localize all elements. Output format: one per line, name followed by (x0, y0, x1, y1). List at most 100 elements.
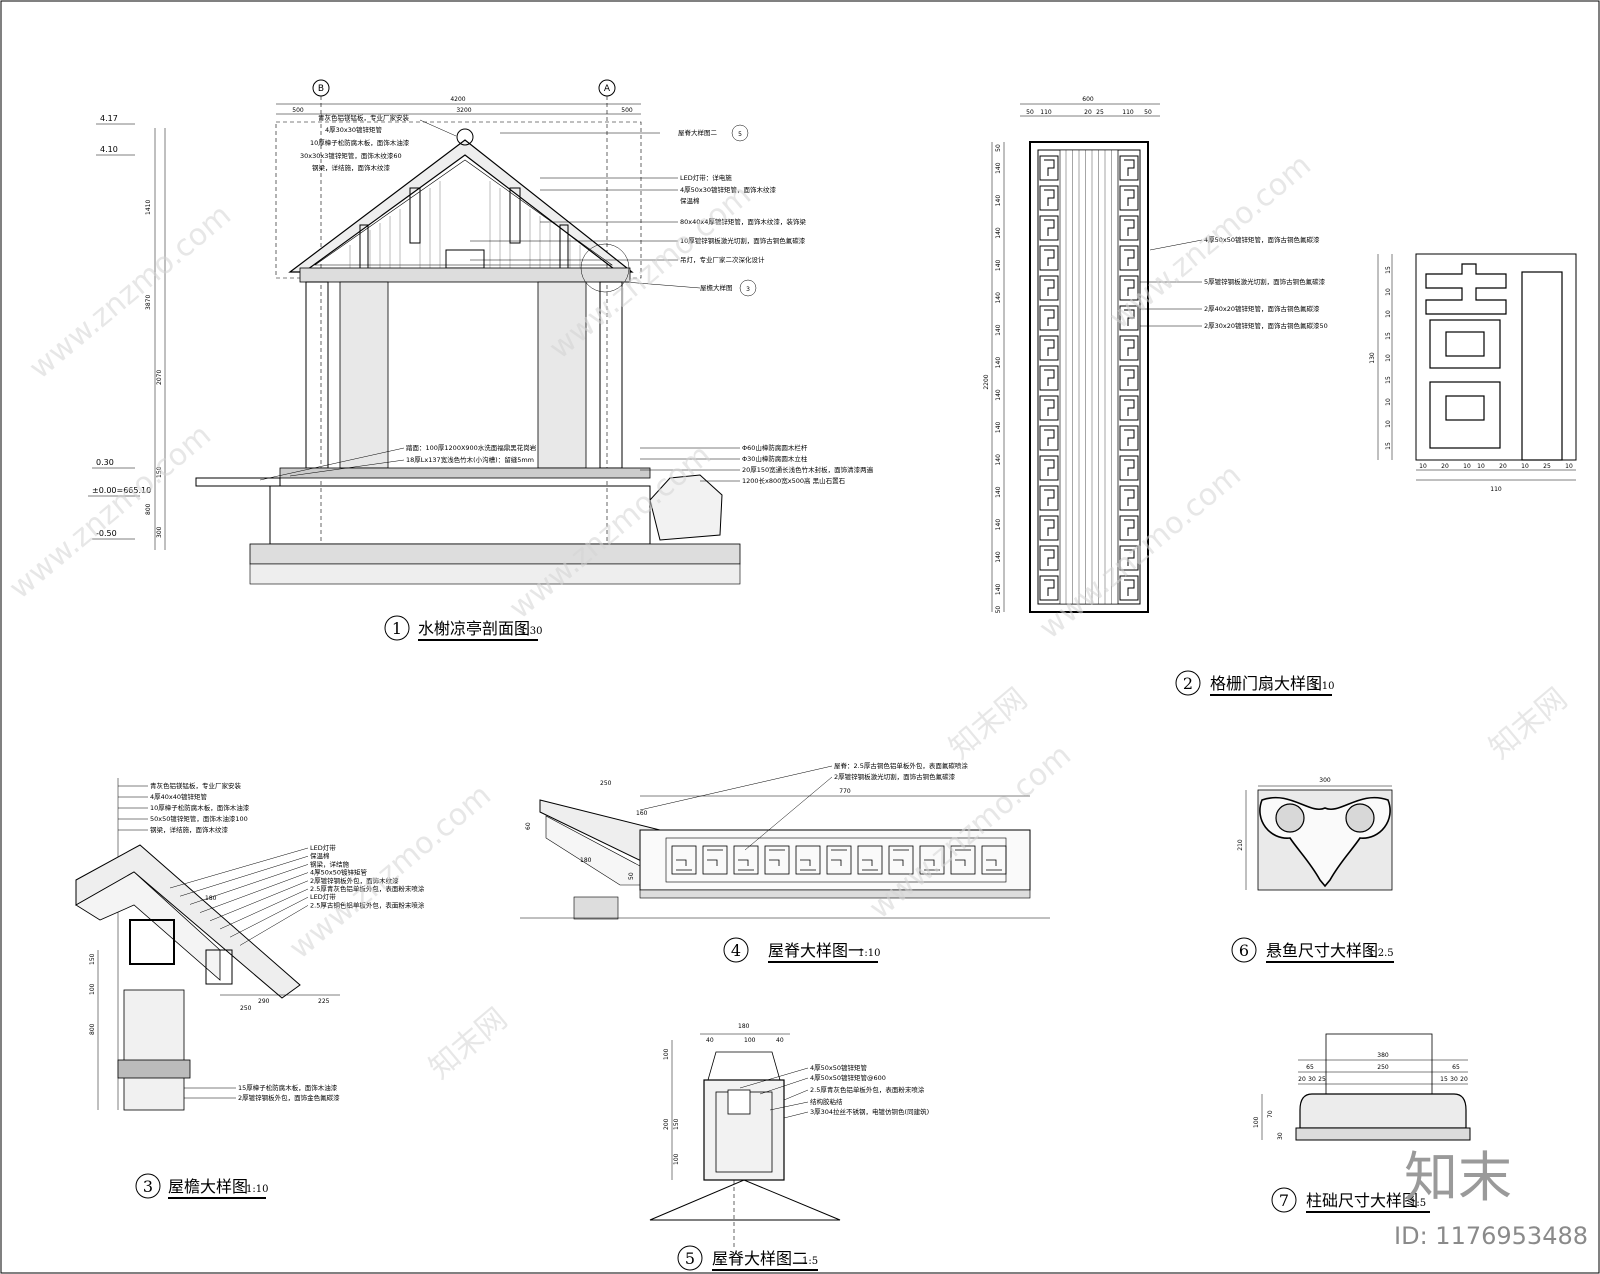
fret-hook (1044, 369, 1055, 386)
fret-hook (1044, 189, 1055, 206)
fret-hook (1124, 519, 1135, 536)
drawing-scale: 1:5 (802, 1256, 818, 1267)
ridge-cap (456, 128, 474, 146)
eave-gutter-box (205, 949, 233, 985)
fret-hook (1044, 579, 1055, 596)
dim-text: 140 (995, 227, 1002, 239)
eave-drawing: 青灰色铝镁锰板，专业厂家安装4厚40x40镀锌矩管10厚樟子松防腐木板，面饰木油… (75, 778, 425, 1111)
note-text: LED灯带：详电施 (680, 173, 732, 182)
note-text: 10厚樟子松防腐木板，面饰木油漆 (310, 138, 410, 147)
dim-text: 300 (156, 526, 163, 538)
note-text: 50x50镀锌矩管，面饰木油漆100 (150, 814, 248, 823)
fret-cell (1119, 215, 1139, 241)
dim-text: 770 (839, 788, 851, 795)
fret-hook (1044, 429, 1055, 446)
dim-text: 140 (995, 195, 1002, 207)
dim-text: 140 (995, 486, 1002, 498)
elevation-mark: 4.10 (100, 145, 118, 154)
fret-cell (1119, 545, 1139, 571)
fret-glyph-top (1425, 263, 1507, 315)
fret-cell (1119, 425, 1139, 451)
fret-glyph-inner (1445, 395, 1485, 421)
drawing-scale: 1:10 (246, 1184, 268, 1195)
fret-cell (1039, 425, 1059, 451)
drawing-title: 屋檐大样图 (168, 1177, 248, 1196)
callout-label: 屋脊大样图二 (678, 128, 718, 137)
dim-text: 20 (1499, 463, 1507, 470)
eave-notes-mid: LED灯带保温棉钢梁，详结施4厚50x50镀锌矩管2厚镀锌钢板外包，面饰木纹漆2… (169, 843, 425, 946)
fret-hook (1124, 489, 1135, 506)
dim-text: 3200 (456, 107, 471, 114)
fret-cell (1039, 335, 1059, 361)
note-text: 钢梁，详结施，面饰木纹漆 (150, 825, 229, 834)
ridge-fret-hook (676, 859, 692, 871)
note-text: 4厚50x50镀锌矩管 (810, 1063, 868, 1072)
dim-text: 20 (1298, 1076, 1306, 1083)
eave-beam (299, 267, 631, 283)
dim-text: 15 (1440, 1076, 1448, 1083)
ridge-fret-cell (764, 845, 790, 875)
fret-glyph-side (1521, 271, 1563, 461)
note-text: Φ30山樟防腐圆木立柱 (742, 454, 808, 463)
note-text: 踏面：100厚1200X900水洗面福鼎黑花岗岩 (406, 443, 537, 452)
pattern-frame (1415, 253, 1577, 461)
door-frame (1029, 141, 1149, 613)
dim-text: 65 (1306, 1064, 1314, 1071)
ridge-fret-cell (733, 845, 759, 875)
ridge-fret-cell (950, 845, 976, 875)
ridge2-roof-slope (649, 1179, 841, 1221)
callout-num: 5 (738, 131, 742, 138)
title-number: 2 (1183, 674, 1193, 693)
dim-text: 10 (1385, 354, 1392, 362)
note-text: 2.5厚青灰色铝单板外包，表面粉末喷涂 (810, 1085, 925, 1094)
grid-label-a: A (604, 84, 611, 94)
title-section: 1 水榭凉亭剖面图 1:30 (384, 615, 542, 641)
note-text: 保温棉 (680, 196, 700, 205)
note-text: 18厚Lx137宽浅色竹木(小沟槽)：留缝5mm (406, 455, 534, 464)
drawing-scale: 1:5 (1410, 1198, 1426, 1209)
note-text: 吊灯，专业厂家二次深化设计 (680, 255, 765, 264)
dim-text: 2200 (983, 374, 990, 389)
title-number: 4 (731, 941, 741, 960)
grid-label-b: B (318, 84, 324, 94)
note-text: 2厚30x20镀锌矩管，面饰古铜色氟碳漆50 (1204, 321, 1328, 330)
dim-text: 140 (995, 583, 1002, 595)
plinth-drum (1299, 1093, 1467, 1129)
fret-hook (1124, 459, 1135, 476)
door-fret-pattern (1039, 155, 1139, 601)
drawing-title: 悬鱼尺寸大样图 (1266, 941, 1378, 960)
drawing-scale: 1:10 (1312, 681, 1334, 692)
fish-scroll-right (1345, 803, 1375, 833)
dim-text: 50 (628, 872, 635, 880)
dim-text: 140 (995, 162, 1002, 174)
dim-text: 100 (673, 1153, 680, 1165)
note-text: 4厚50x30镀锌矩管，面饰木纹漆 (680, 185, 777, 194)
drawing-scale: 1:10 (858, 948, 880, 959)
dim-text: 150 (156, 466, 163, 478)
dim-text: 20 (1441, 463, 1449, 470)
dim-text: 110 (1040, 109, 1052, 116)
fret-hook (1044, 249, 1055, 266)
dim-text: 40 (776, 1037, 784, 1044)
fret-hook (1124, 369, 1135, 386)
fret-hook (1044, 399, 1055, 416)
ridge-fret-cell (857, 845, 883, 875)
note-text: 10厚樟子松防腐木板，面饰木油漆 (150, 803, 250, 812)
ridge1-base (573, 896, 619, 920)
fret-cell (1039, 305, 1059, 331)
dim-text: 100 (89, 983, 96, 995)
entry-step (195, 477, 281, 487)
fret-cell (1039, 515, 1059, 541)
dim-text: 15 (1385, 266, 1392, 274)
image-id: ID: 1176953488 (1394, 1222, 1588, 1250)
dim-text: 10 (1385, 288, 1392, 296)
fret-cell (1119, 275, 1139, 301)
note-text: 5厚镀锌钢板激光切割，面饰古铜色氟碳漆 (1204, 277, 1326, 286)
door-drawing: 600 50 110 20 25 110 50 2200 50140140140… (983, 96, 1328, 613)
fret-cell (1039, 245, 1059, 271)
dim-text: 140 (995, 292, 1002, 304)
lattice-door-right (537, 281, 587, 469)
fret-cell (1119, 335, 1139, 361)
